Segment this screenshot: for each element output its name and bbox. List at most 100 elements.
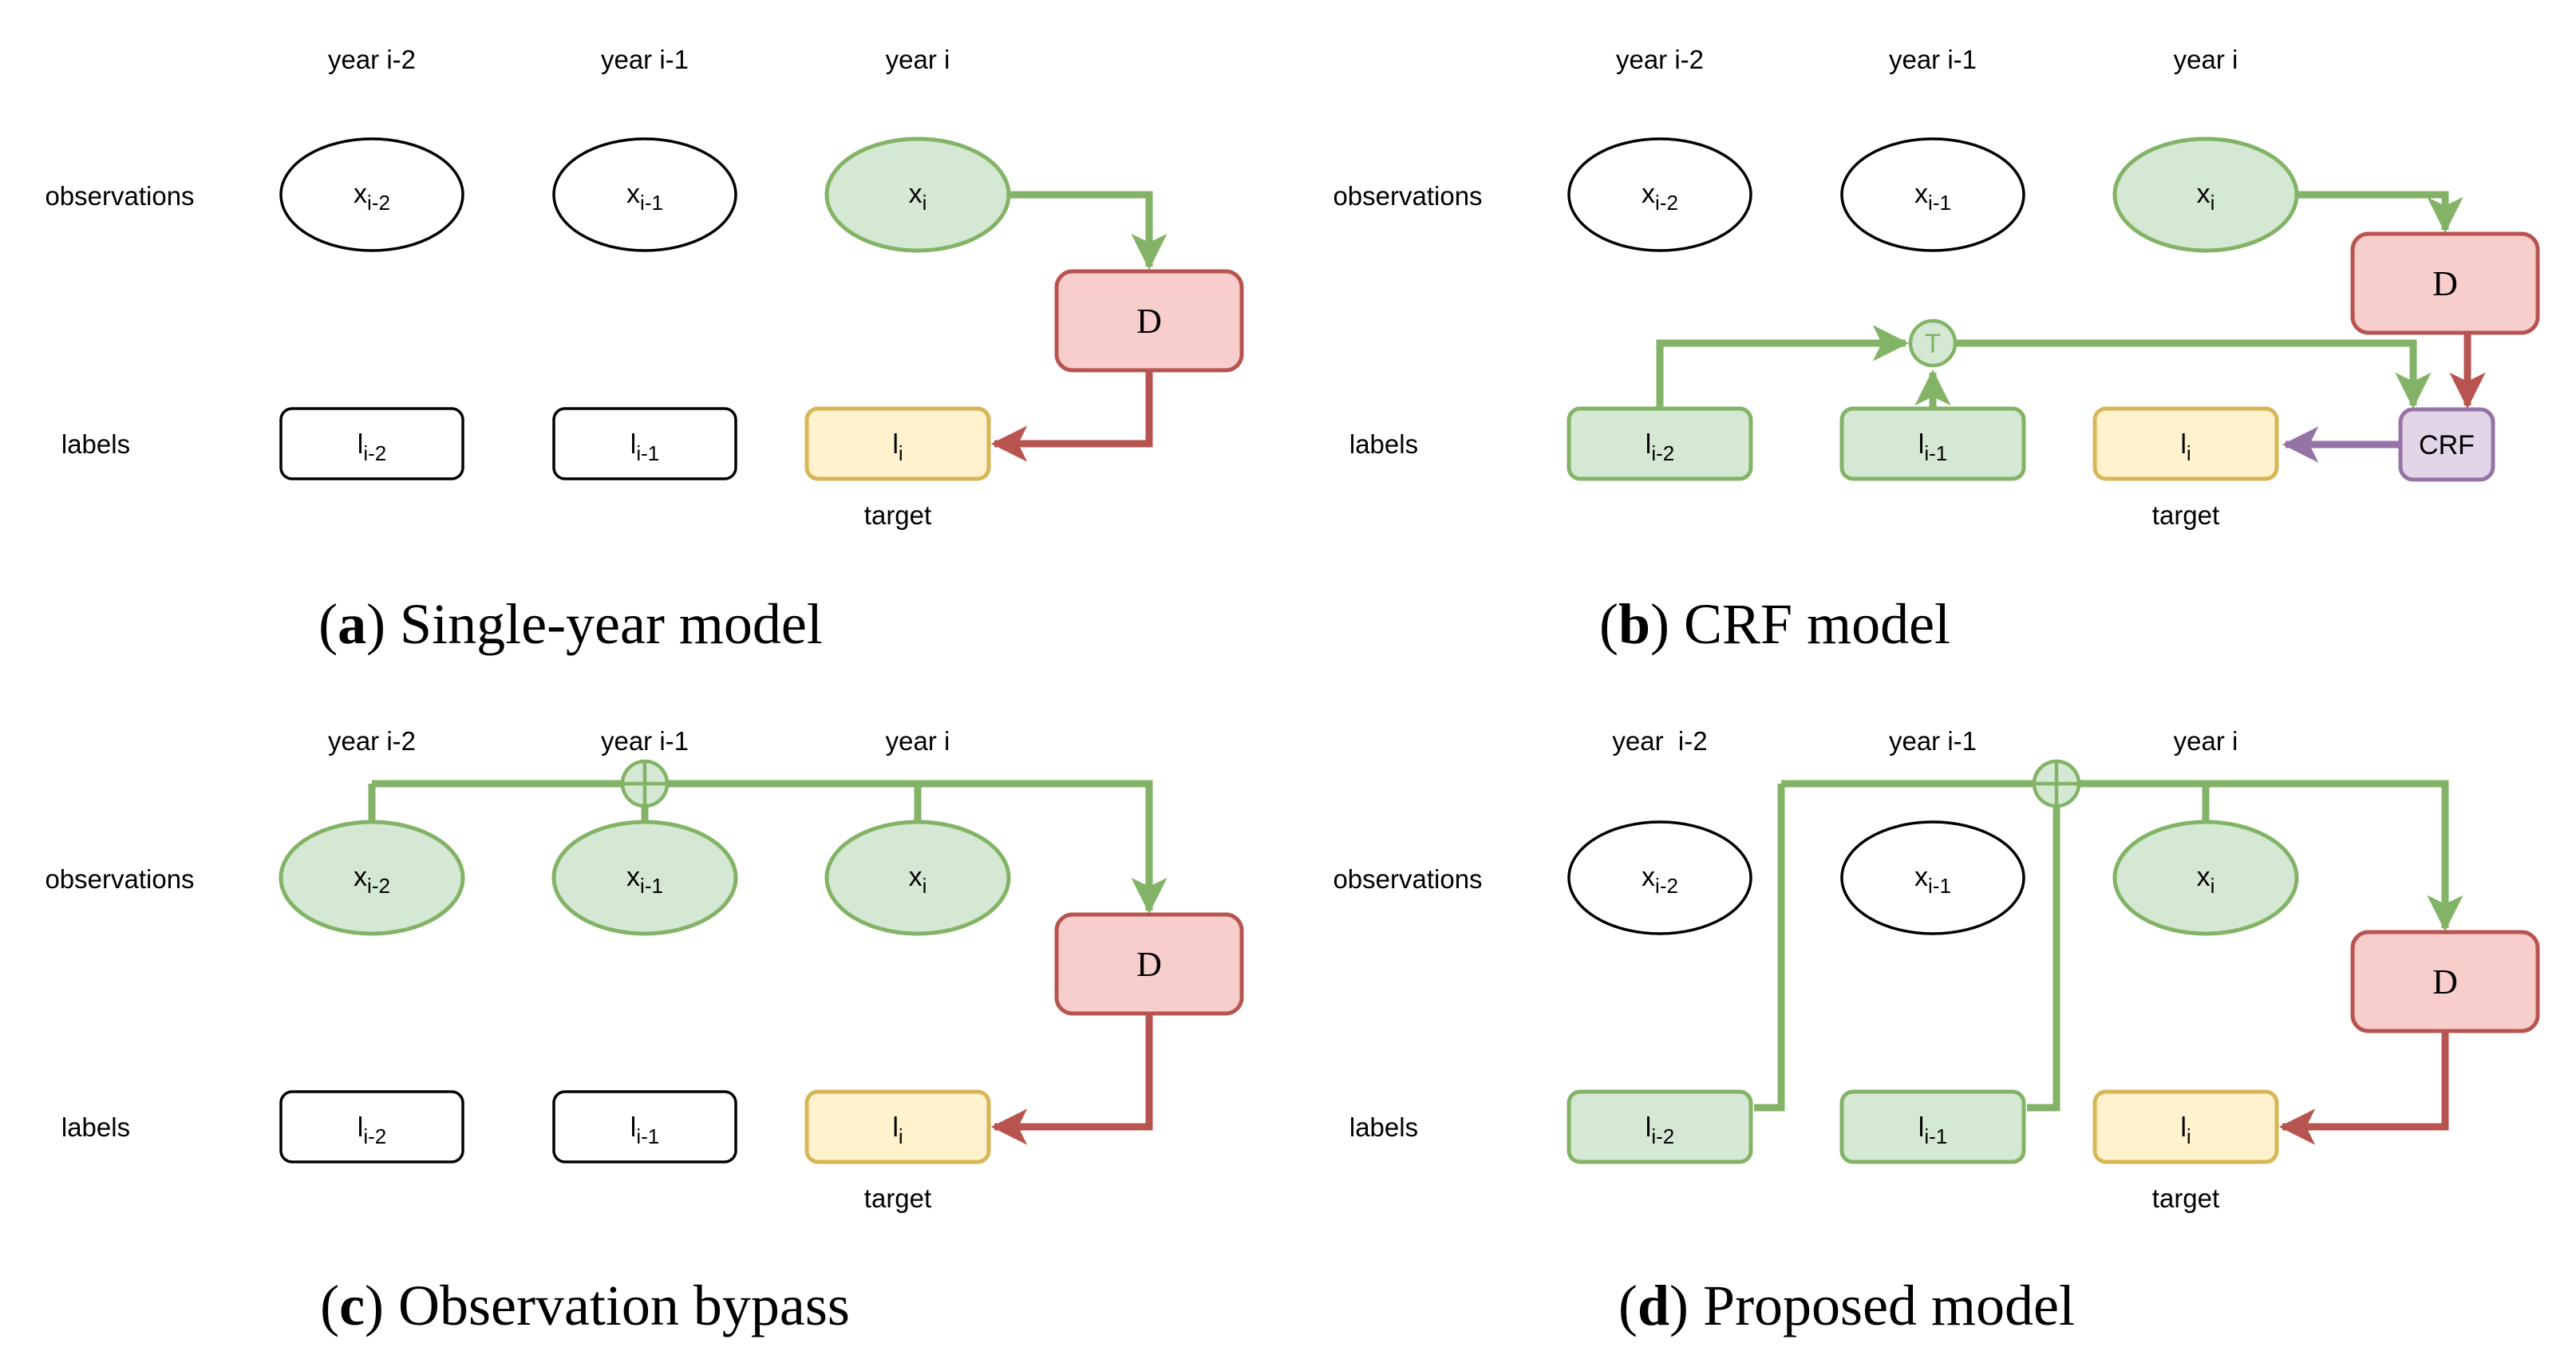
decision-box-label: D [1136,302,1162,341]
row-label-observations: observations [1333,864,1482,894]
label-node-li2 [1567,406,1753,481]
node-label: li-1 [630,429,659,465]
year-label: year i-2 [1612,726,1707,756]
target-label: target [864,1183,931,1213]
decision-box [2350,231,2540,335]
row-label-labels: labels [61,429,130,459]
year-label: year i-1 [601,45,689,74]
line-li1-to-bus [2027,784,2060,1112]
fusion-bus-to-d [1781,780,2463,932]
arrow-d-to-li [990,370,1153,462]
node-label: li-2 [358,429,386,465]
row-label-labels: labels [61,1112,130,1142]
observation-node-xi [824,136,1011,253]
node-label: xi [909,862,927,898]
panel-caption: (c) Observation bypass [320,1274,850,1337]
merge-junction-icon [620,759,670,808]
year-label: year i [886,726,950,756]
observation-node-xi1 [552,137,737,252]
observation-node-xi1 [551,820,738,936]
label-node-li2 [279,1090,464,1164]
row-label-observations: observations [1333,181,1482,211]
arrow-t-to-crf [1955,339,2432,409]
node-label: li-2 [1646,1112,1674,1148]
node-label: li [892,429,903,465]
node-label: xi-2 [354,179,390,215]
panel-caption: (b) CRF model [1599,592,1950,656]
label-node-li1 [1839,1089,2026,1164]
transition-node-label: T [1925,329,1942,359]
node-label: li-1 [1918,429,1947,465]
node-label: li-2 [358,1112,386,1148]
observation-bus-to-d [372,780,1167,915]
arrow-xi-to-d [1009,191,1167,271]
decision-box [1054,269,1244,373]
panel-caption: (d) Proposed model [1618,1274,2075,1337]
arrow-d-to-li [2278,1031,2449,1145]
observation-node-xi2 [1567,137,1752,252]
observation-node-xi2 [279,137,464,252]
observation-node-xi2 [279,820,465,936]
node-label: xi-1 [626,862,663,898]
year-label: year i [2174,726,2238,756]
row-label-observations: observations [45,181,194,211]
decision-box-label: D [2432,264,2458,303]
year-label: year i-1 [1889,726,1977,756]
panel-crf-model: year i-2 year i-1 year i observations la… [1333,45,2540,656]
merge-junction-icon [2032,759,2081,808]
year-label: year i-2 [328,726,416,756]
decision-box [2350,930,2540,1033]
label-node-li1 [552,1090,737,1164]
node-label: xi-1 [626,179,663,215]
label-node-li2 [279,407,464,480]
observation-node-xi [2112,136,2299,253]
node-label: xi [2197,862,2215,898]
year-label: year i-1 [601,726,689,756]
label-node-li-target [2092,1089,2279,1164]
year-label: year i-2 [328,45,416,74]
line-li2-to-bus [1754,784,1785,1112]
panel-observation-bypass: year i-2 year i-1 year i observations la… [45,726,1244,1337]
crf-box-label: CRF [2419,430,2475,460]
year-label: year i-1 [1889,45,1977,74]
node-label: xi-1 [1914,862,1951,898]
label-node-li-target [804,406,991,481]
panel-single-year-model: year i-2 year i-1 year i observations la… [45,45,1244,656]
arrow-li2-to-t [1656,325,1910,409]
node-label: li-1 [1918,1112,1947,1148]
target-label: target [2152,1183,2219,1213]
observation-node-xi [2112,820,2299,936]
observation-node-xi [824,820,1011,936]
label-node-li2 [1567,1089,1753,1164]
observation-node-xi1 [1840,137,2025,252]
node-label: li [892,1112,903,1148]
observation-node-xi2 [1567,820,1752,935]
arrow-xi-to-d [2297,191,2463,234]
label-node-li1 [552,407,737,480]
panel-caption: (a) Single-year model [318,592,823,656]
row-label-observations: observations [45,864,194,894]
arrow-d-to-li [990,1013,1153,1145]
target-label: target [2152,500,2219,530]
node-label: li-1 [630,1112,659,1148]
node-label: li [2180,429,2191,465]
target-label: target [864,500,931,530]
row-label-labels: labels [1349,1112,1418,1142]
node-label: xi-2 [1642,862,1678,898]
label-node-li1 [1839,406,2026,481]
node-label: xi-2 [354,862,390,898]
panel-proposed-model: year i-2 year i-1 year i observations la… [1333,726,2540,1337]
decision-box-label: D [1136,945,1162,984]
transition-node [1908,318,1958,368]
node-label: xi-2 [1642,179,1678,215]
node-label: xi [2197,179,2215,215]
node-label: li [2180,1112,2191,1148]
node-label: xi [909,179,927,215]
decision-box [1054,912,1244,1016]
label-node-li-target [804,1089,991,1164]
node-label: xi-1 [1914,179,1951,215]
observation-node-xi1 [1840,820,2025,935]
node-label: li-2 [1646,429,1674,465]
crf-box [2398,407,2495,482]
label-node-li-target [2092,406,2279,481]
